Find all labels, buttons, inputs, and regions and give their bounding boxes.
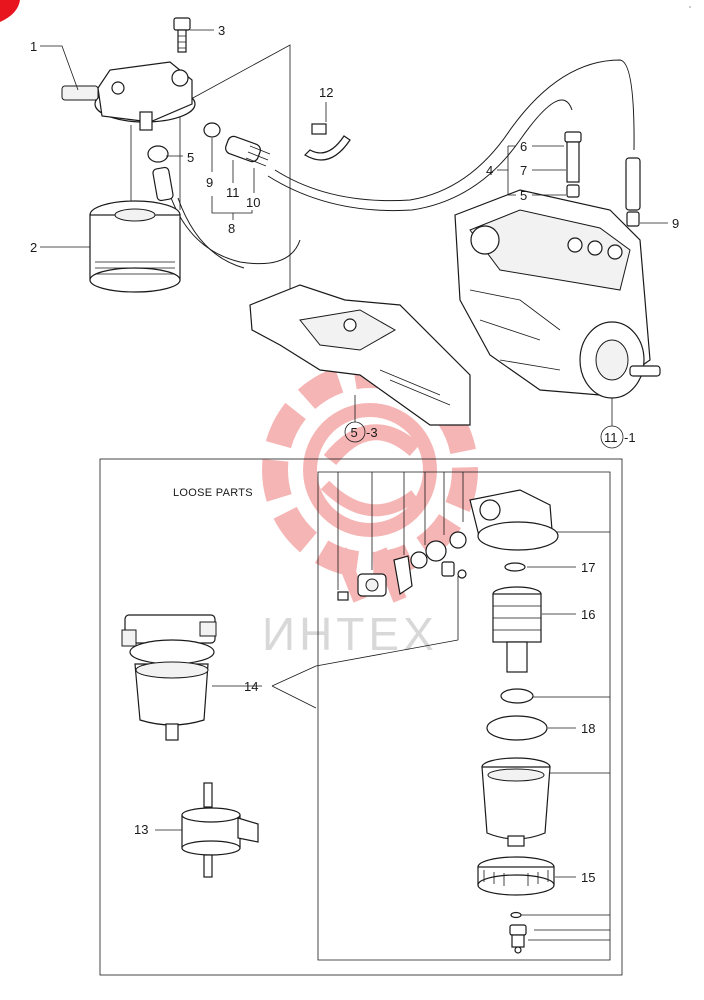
injection-pump: [454, 189, 661, 399]
short-hose: [152, 166, 174, 202]
drain-o-ring: [510, 911, 522, 919]
callout-12: 12: [319, 85, 333, 100]
exploded-head: [469, 489, 559, 551]
svg-text:-1: -1: [624, 430, 636, 445]
callout-16: 16: [581, 607, 595, 622]
fuel-hose-upper-inner: [267, 99, 573, 212]
filter-cartridge: [89, 200, 181, 293]
callout-9-left: 9: [206, 175, 213, 190]
retaining-ring: [477, 856, 555, 896]
callout-14-leader: [212, 665, 317, 709]
callout-7: 7: [520, 163, 527, 178]
seal-ring: [500, 688, 534, 704]
callout-11: 11: [226, 185, 240, 200]
loose-parts-box: [99, 458, 623, 976]
callout-3: 3: [218, 23, 225, 38]
bolt: [173, 17, 191, 53]
exploded-frame: [317, 471, 611, 961]
callout-6: 6: [520, 139, 527, 154]
callout-14: 14: [244, 679, 258, 694]
circled-ref-5-3: 5 -3: [344, 395, 378, 443]
hose-clamp-small: [147, 122, 221, 163]
fuel-hose-lower: [169, 194, 301, 265]
filter-head: [61, 61, 196, 131]
fuel-hose-upper: [274, 59, 635, 202]
clamp-band-screw: [311, 123, 327, 135]
svg-text:-3: -3: [366, 425, 378, 440]
callouts-upper: 1 3 5 2 12 9 11 10 8 6 7 4 5 9 5 -3: [30, 23, 679, 449]
o-ring-17: [504, 562, 526, 572]
mounting-bracket: [249, 284, 471, 426]
filter-cup: [481, 757, 551, 847]
drain-plug: [509, 924, 527, 954]
hose-fitting: [225, 135, 271, 167]
fuel-hose-lower-2: [177, 197, 245, 269]
o-ring-18: [486, 715, 548, 741]
callout-15: 15: [581, 870, 595, 885]
circled-ref-11-1: 11 -1: [600, 398, 636, 449]
callout-4: 4: [486, 163, 493, 178]
exploded-small-parts: [337, 531, 467, 601]
return-hose-parts: [564, 131, 641, 227]
guide-lines: [130, 44, 291, 300]
inline-filter: [181, 782, 259, 878]
callout-18: 18: [581, 721, 595, 736]
corner-dot: [689, 6, 691, 8]
corner-mark: [0, 0, 20, 22]
svg-text:5: 5: [351, 425, 358, 440]
watermark-text: ИНТЕХ: [262, 608, 438, 660]
callout-5-seal: 5: [520, 188, 527, 203]
filter-element: [492, 586, 542, 673]
exploded-leader-lines: [337, 472, 610, 941]
filter-link-line: [315, 576, 459, 667]
clamp-band: [304, 135, 351, 161]
callout-10: 10: [246, 195, 260, 210]
callout-2: 2: [30, 240, 37, 255]
callout-9-right: 9: [672, 216, 679, 231]
callout-13: 13: [134, 822, 148, 837]
callout-8: 8: [228, 221, 235, 236]
callout-1: 1: [30, 39, 37, 54]
loose-parts-caption: LOOSE PARTS: [173, 487, 253, 499]
svg-text:11: 11: [604, 430, 618, 445]
assembled-filter: [121, 614, 217, 741]
callout-17: 17: [581, 560, 595, 575]
callout-5-clamp: 5: [187, 150, 194, 165]
